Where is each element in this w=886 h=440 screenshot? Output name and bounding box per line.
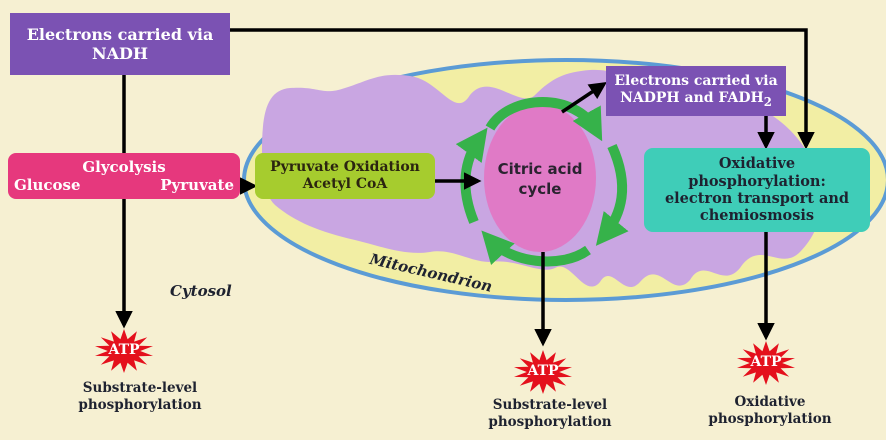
atp-label-3: ATP bbox=[741, 354, 791, 370]
atp-caption-2-line2: phosphorylation bbox=[470, 414, 630, 431]
nadph-fadh2-electrons-box: Electrons carried via NADPH and FADH2 bbox=[606, 66, 786, 116]
atp-caption-1-line1: Substrate-level bbox=[60, 380, 220, 397]
atp-caption-3: Oxidative phosphorylation bbox=[700, 394, 840, 428]
cytosol-label: Cytosol bbox=[170, 282, 232, 300]
citric-acid-line2: cycle bbox=[482, 180, 598, 200]
nadph-line1: Electrons carried via bbox=[614, 73, 777, 90]
atp-caption-2: Substrate-level phosphorylation bbox=[470, 397, 630, 431]
nadh-electrons-box: Electrons carried via NADH bbox=[10, 13, 230, 75]
glycolysis-box: Glycolysis Glucose Pyruvate bbox=[8, 153, 240, 199]
oxphos-line1: Oxidative phosphorylation: bbox=[648, 155, 866, 190]
citric-acid-cycle-label: Citric acid cycle bbox=[482, 160, 598, 199]
fadh2-subscript: 2 bbox=[764, 95, 772, 109]
acetyl-coa-label: Acetyl CoA bbox=[303, 176, 387, 193]
atp-caption-3-line1: Oxidative bbox=[700, 394, 840, 411]
atp-caption-1: Substrate-level phosphorylation bbox=[60, 380, 220, 414]
nadh-line1: Electrons carried via bbox=[27, 25, 214, 44]
atp-caption-1-line2: phosphorylation bbox=[60, 397, 220, 414]
oxidative-phosphorylation-box: Oxidative phosphorylation: electron tran… bbox=[644, 148, 870, 232]
oxphos-line3: chemiosmosis bbox=[700, 207, 814, 224]
pyruvate-label: Pyruvate bbox=[160, 176, 234, 194]
oxphos-line2: electron transport and bbox=[665, 190, 849, 207]
nadh-line2: NADH bbox=[92, 44, 148, 63]
atp-label-2: ATP bbox=[518, 363, 568, 379]
atp-caption-3-line2: phosphorylation bbox=[700, 411, 840, 428]
pyruvate-oxidation-title: Pyruvate Oxidation bbox=[270, 159, 420, 176]
pyruvate-oxidation-box: Pyruvate Oxidation Acetyl CoA bbox=[255, 153, 435, 199]
citric-acid-line1: Citric acid bbox=[482, 160, 598, 180]
nadph-line2-main: NADPH and FADH bbox=[620, 90, 764, 106]
glucose-label: Glucose bbox=[14, 176, 81, 194]
atp-caption-2-line1: Substrate-level bbox=[470, 397, 630, 414]
atp-label-1: ATP bbox=[99, 342, 149, 358]
glycolysis-title: Glycolysis bbox=[82, 158, 165, 176]
nadph-line2: NADPH and FADH2 bbox=[620, 90, 772, 109]
